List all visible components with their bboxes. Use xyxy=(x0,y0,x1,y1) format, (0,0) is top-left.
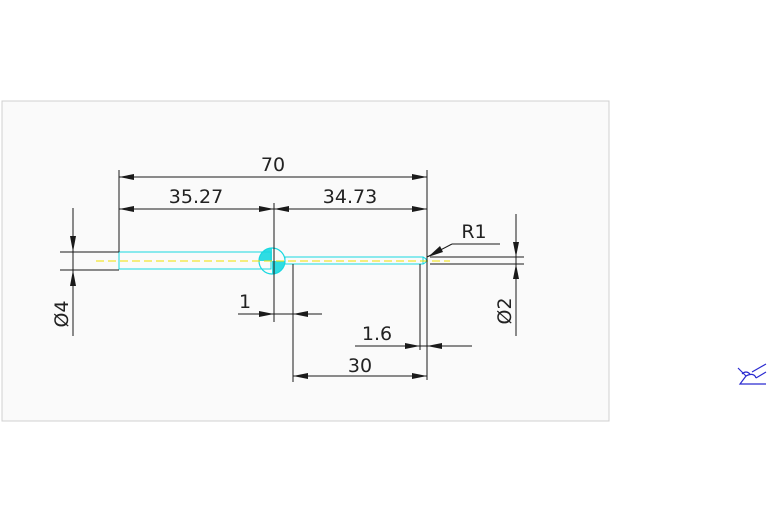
part-geometry[interactable] xyxy=(96,247,450,275)
dim-overall-length: 70 xyxy=(261,154,285,176)
dimension-arrows xyxy=(70,174,519,379)
dim-right-length: 34.73 xyxy=(323,186,377,208)
dim-left-diameter: Ø4 xyxy=(51,300,73,327)
dimension-lines xyxy=(60,170,524,382)
dim-tip-offset: 1.6 xyxy=(362,323,392,345)
dim-left-length: 35.27 xyxy=(169,186,223,208)
dim-thin-length: 30 xyxy=(348,355,372,377)
dim-ball-gap: 1 xyxy=(239,291,251,313)
dim-radius: R1 xyxy=(461,221,486,243)
ucs-icon xyxy=(737,363,767,385)
dim-right-diameter: Ø2 xyxy=(494,297,516,324)
